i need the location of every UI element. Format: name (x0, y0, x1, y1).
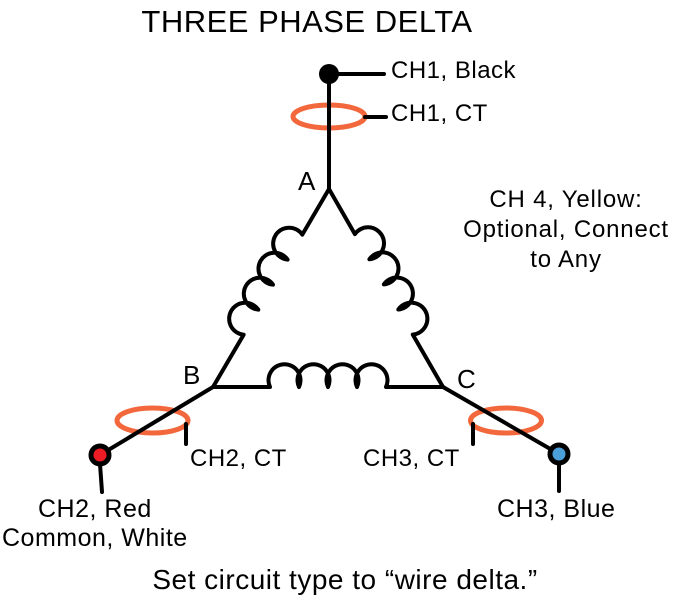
page-title: THREE PHASE DELTA (141, 4, 472, 39)
ch4-note: CH 4, Yellow: Optional, Connect to Any (463, 186, 669, 273)
ch4-note-line2: Optional, Connect (463, 216, 669, 243)
winding-a-b (211, 187, 331, 389)
winding-b-c (211, 362, 445, 389)
vertex-c-label: C (457, 364, 476, 394)
ch1-ct-label: CH1, CT (391, 100, 488, 127)
ch2-terminal-label: CH2, Red (38, 495, 152, 523)
ch2-ct-ring (114, 405, 191, 436)
vertex-b-label: B (183, 360, 201, 390)
ch1-branch (319, 64, 388, 191)
ch3-lead-wire (441, 385, 561, 456)
caption: Set circuit type to “wire delta.” (152, 564, 537, 595)
ch1-terminal-dot (319, 64, 339, 84)
common-wire-label: Common, White (2, 524, 188, 552)
ch3-ct-label: CH3, CT (363, 445, 460, 472)
delta-windings (211, 187, 445, 389)
ch2-ct-label: CH2, CT (190, 445, 287, 472)
ch3-branch (441, 385, 571, 493)
ch2-terminal-stub (98, 462, 104, 494)
ch2-terminal-dot (88, 443, 112, 467)
ch3-ct-ring (468, 405, 544, 436)
ch4-note-line1: CH 4, Yellow: (489, 186, 642, 213)
ch2-branch (88, 385, 215, 494)
ch3-terminal-label: CH3, Blue (497, 495, 615, 523)
vertex-a-label: A (298, 166, 316, 196)
ch2-lead-wire (98, 385, 215, 457)
winding-a-c (327, 187, 445, 389)
ch4-note-line3: to Any (530, 246, 602, 273)
ch1-terminal-label: CH1, Black (391, 57, 517, 84)
ch3-terminal-dot (547, 442, 571, 466)
